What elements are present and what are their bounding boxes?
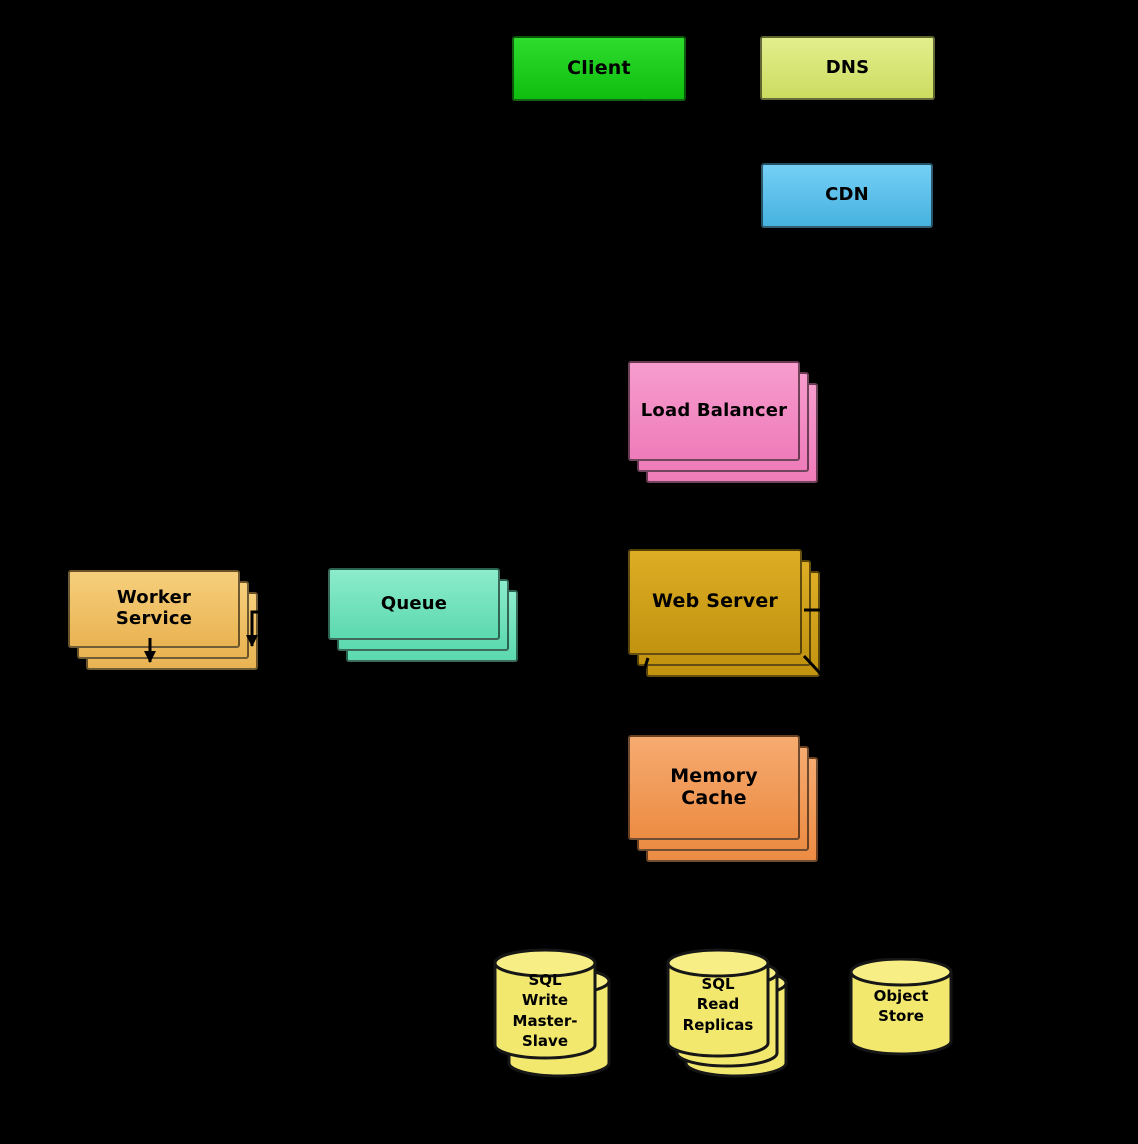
cdn-box: CDN bbox=[761, 163, 933, 228]
worker-service-box: Worker Service bbox=[68, 570, 240, 648]
node-sql-read-replicas: SQL Read Replicas bbox=[665, 948, 793, 1082]
queue-box: Queue bbox=[328, 568, 500, 640]
memory-cache-box: Memory Cache bbox=[628, 735, 800, 840]
load-balancer-label: Load Balancer bbox=[640, 399, 788, 421]
node-dns: DNS bbox=[760, 36, 935, 100]
database-cylinder-icon bbox=[493, 948, 611, 1078]
database-cylinder-icon bbox=[849, 957, 953, 1056]
node-web-server: Web Server bbox=[628, 549, 820, 677]
node-client: Client bbox=[512, 36, 686, 101]
node-memory-cache: Memory Cache bbox=[628, 735, 818, 862]
connector-queue-worker-service bbox=[246, 610, 326, 647]
cdn-label: CDN bbox=[825, 184, 869, 206]
queue-label: Queue bbox=[380, 592, 448, 614]
node-worker-service: Worker Service bbox=[68, 570, 258, 670]
worker-service-label: Worker Service bbox=[115, 587, 193, 629]
database-cylinder-icon bbox=[666, 948, 788, 1078]
node-load-balancer: Load Balancer bbox=[628, 361, 818, 483]
load-balancer-box: Load Balancer bbox=[628, 361, 800, 461]
connector-client-load-balancer bbox=[638, 100, 714, 354]
connector-worker-service-sql-write bbox=[148, 672, 550, 941]
web-server-box: Web Server bbox=[628, 549, 802, 655]
dns-box: DNS bbox=[760, 36, 935, 100]
sql-read-label: SQL Read Replicas bbox=[682, 975, 754, 1034]
dns-label: DNS bbox=[825, 56, 870, 78]
object-store-label: Object Store bbox=[873, 987, 929, 1026]
web-server-label: Web Server bbox=[652, 590, 778, 613]
sql-write-label: SQL Write Master- Slave bbox=[512, 971, 578, 1050]
node-cdn: CDN bbox=[761, 163, 933, 228]
node-sql-write-master-slave: SQL Write Master- Slave bbox=[492, 948, 616, 1084]
client-label: Client bbox=[567, 56, 631, 79]
node-object-store: Object Store bbox=[848, 957, 958, 1060]
connector-client-cdn bbox=[597, 101, 754, 202]
memory-cache-label: Memory Cache bbox=[670, 764, 758, 809]
client-box: Client bbox=[512, 36, 686, 101]
node-queue: Queue bbox=[328, 568, 518, 662]
